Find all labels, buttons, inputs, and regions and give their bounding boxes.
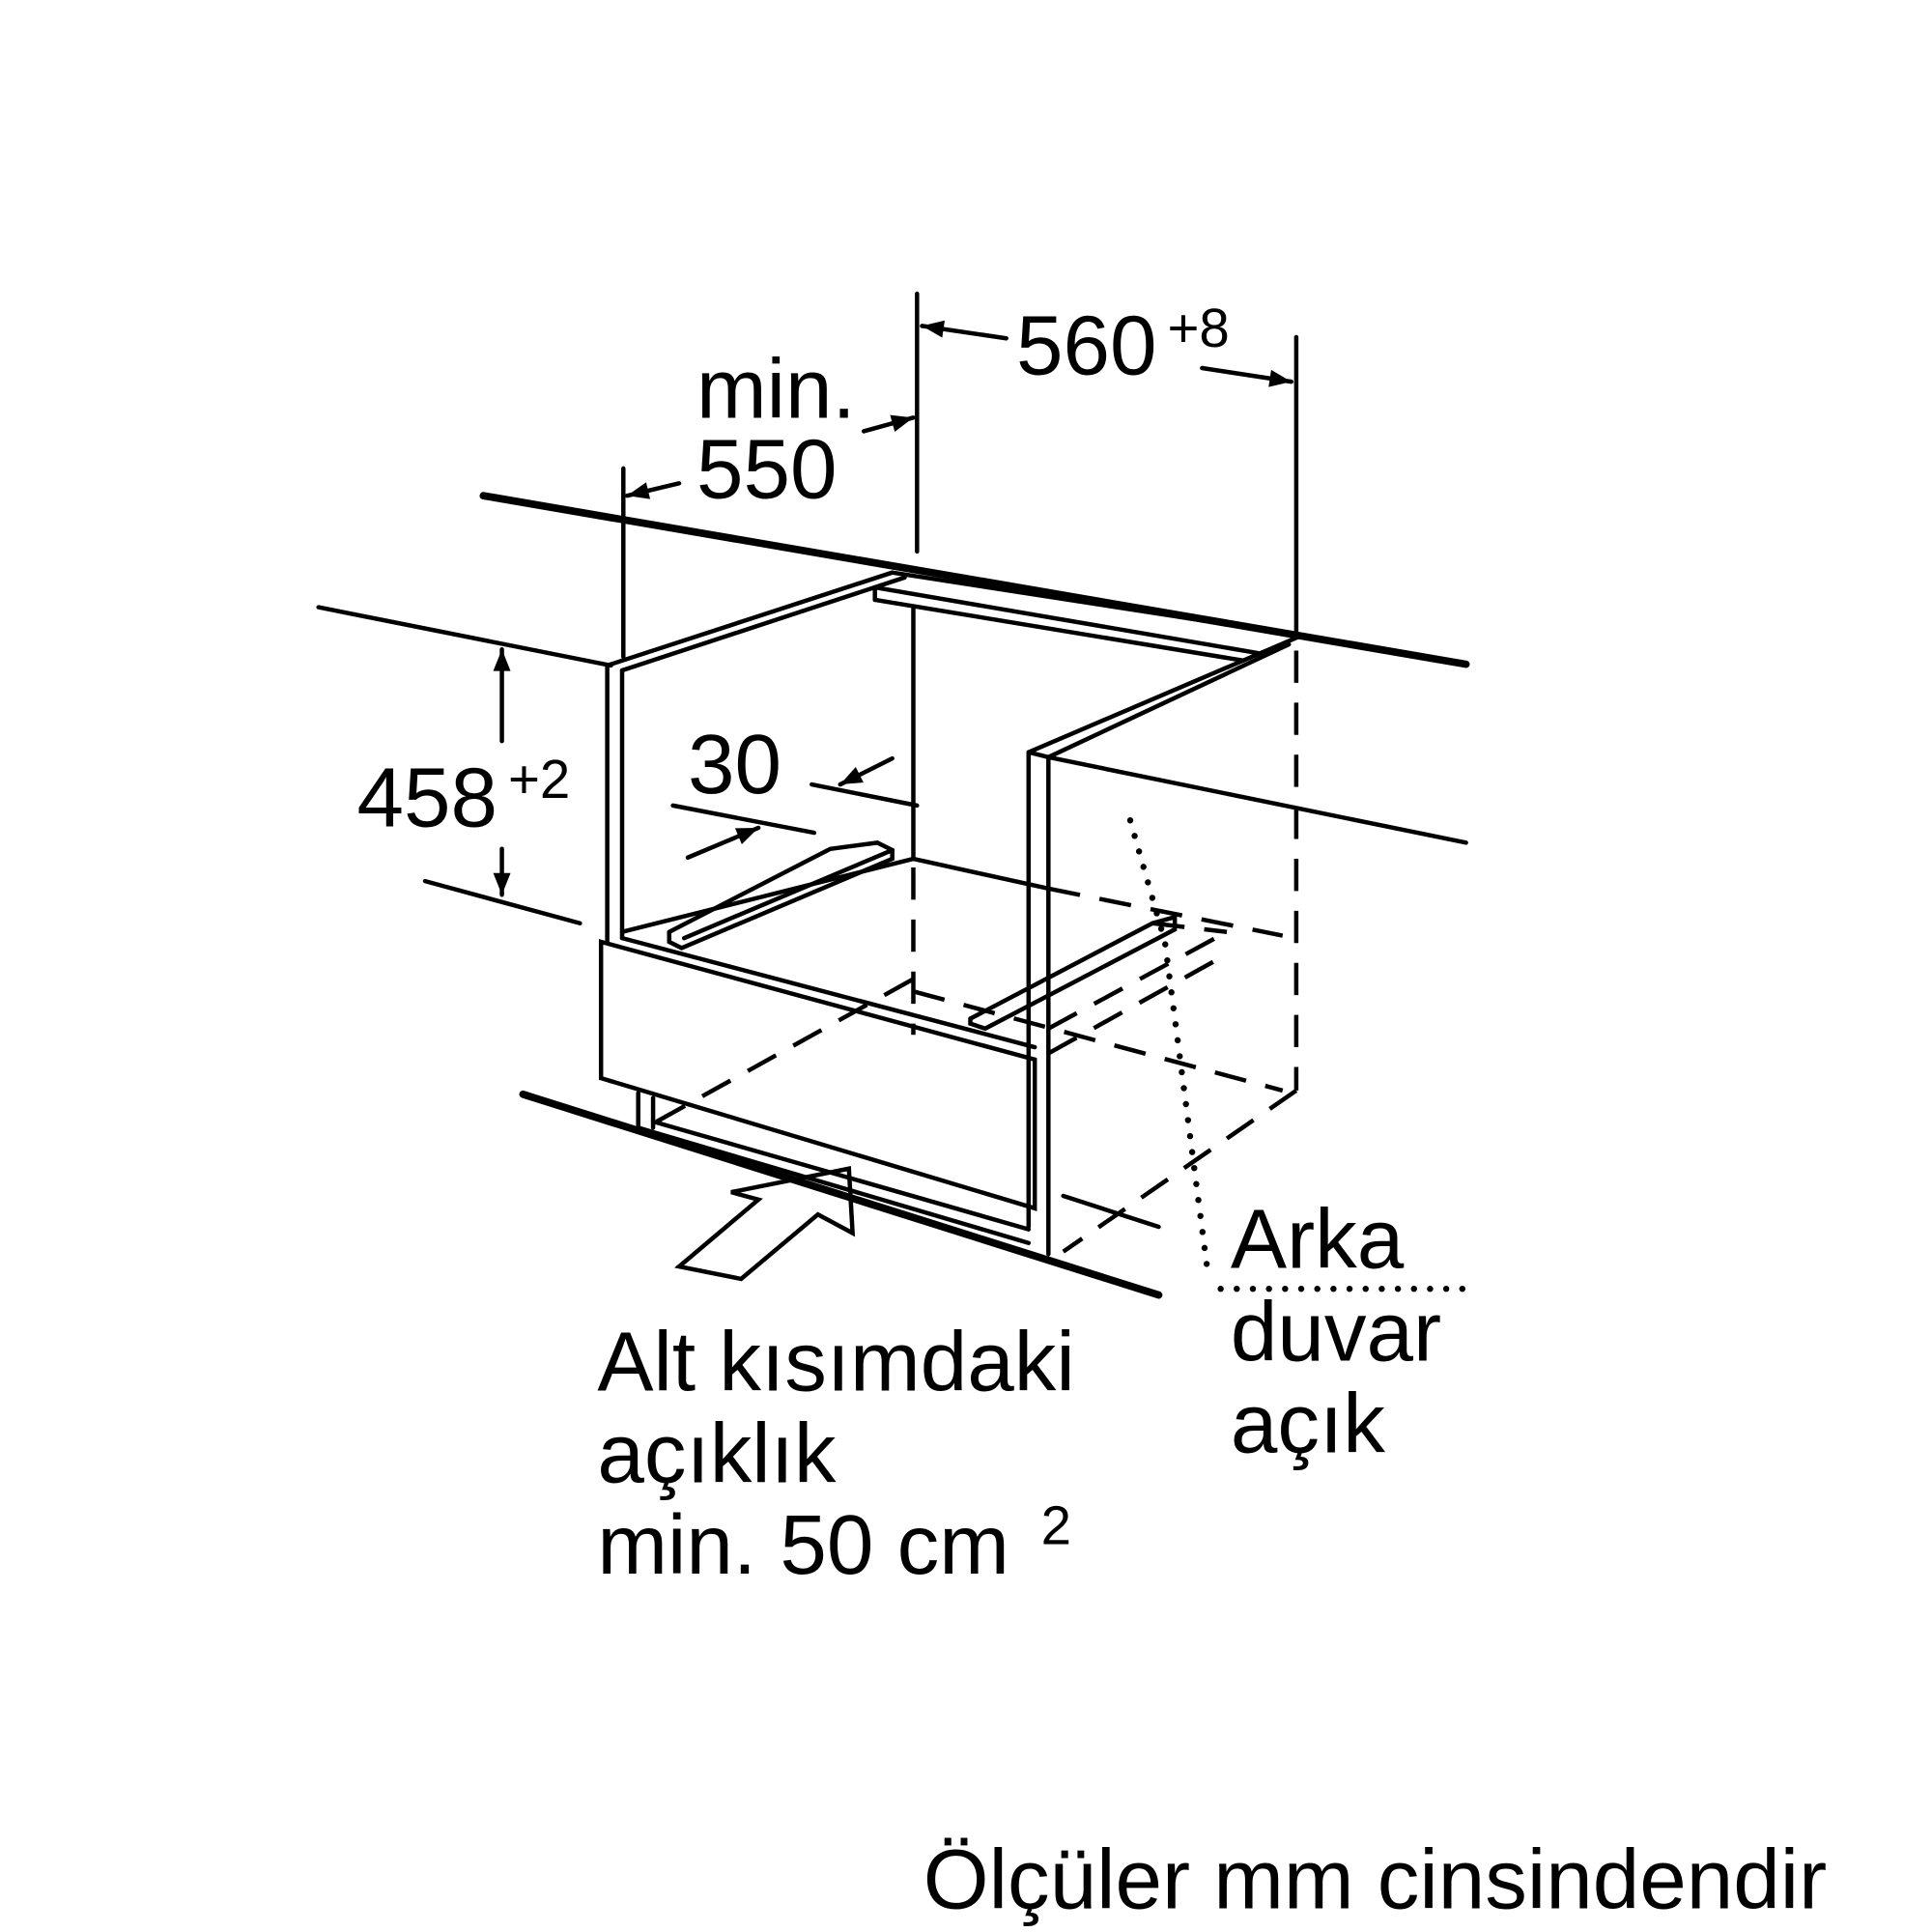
units-footer: Ölçüler mm cinsindendir: [923, 1833, 1827, 1927]
back-wall-label-1: Arka: [1231, 1192, 1405, 1286]
depth-prefix: min.: [696, 342, 856, 436]
countertop-line: [479, 492, 1470, 668]
wall-lines: [316, 605, 1468, 1230]
floor-line: [519, 1090, 1163, 1299]
bottom-opening-label-3: min. 50 cm: [597, 1498, 1009, 1592]
back-wall-label-3: açık: [1231, 1378, 1385, 1471]
height-dimension: 458: [356, 752, 497, 845]
back-wall-open-dotted: [1126, 817, 1469, 1293]
drawer-front: [598, 935, 1037, 1245]
bottom-opening-label-2: açıklık: [597, 1406, 837, 1500]
depth-dimension: 550: [696, 423, 838, 517]
bottom-opening-exponent: 2: [1041, 1494, 1071, 1555]
width-dimension: 560: [1016, 298, 1157, 392]
dimension-lines: [493, 291, 1299, 897]
bottom-opening-label-1: Alt kısımdaki: [597, 1315, 1074, 1408]
width-tolerance: +8: [1167, 298, 1229, 358]
hidden-lines: [655, 650, 1299, 1254]
back-wall-label-2: duvar: [1231, 1286, 1441, 1379]
rear-gap-dimension: 30: [688, 718, 781, 811]
airflow-arrow-icon: [674, 1166, 856, 1282]
height-tolerance: +2: [508, 749, 570, 810]
